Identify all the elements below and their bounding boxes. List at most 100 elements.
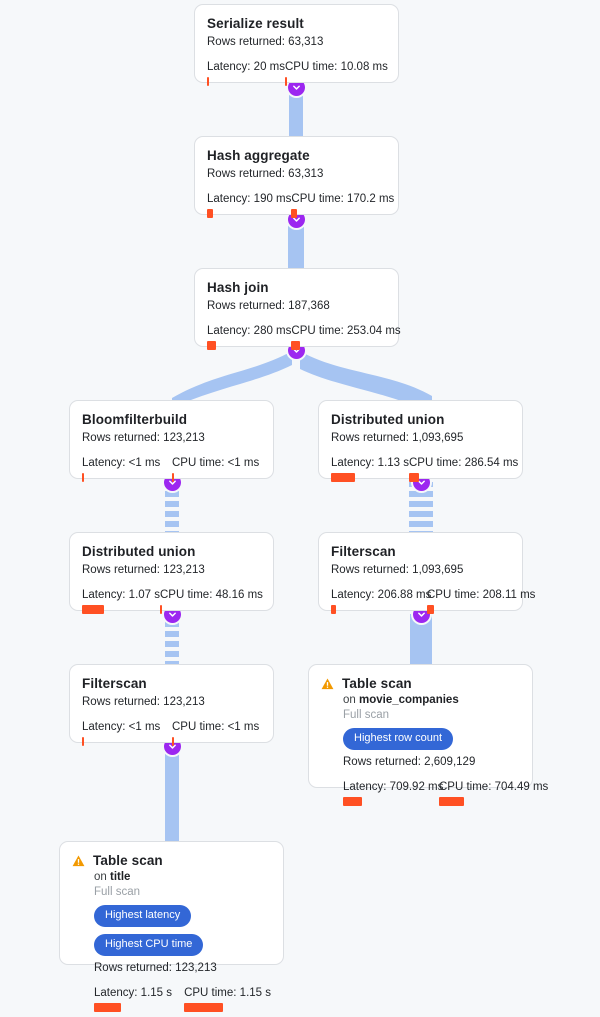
cpu-label: CPU time: 208.11 ms: [427, 589, 536, 601]
plan-node-filterscan-right[interactable]: Filterscan Rows returned: 1,093,695 Late…: [318, 532, 535, 614]
plan-node-bloomfilterbuild[interactable]: Bloomfilterbuild Rows returned: 123,213 …: [69, 400, 274, 482]
rows-returned: Rows returned: 1,093,695: [331, 432, 464, 444]
node-header: Serialize result: [207, 15, 386, 32]
latency-label: Latency: 1.07 s: [82, 589, 160, 601]
badge-highest-latency[interactable]: Highest latency: [94, 905, 192, 927]
scan-type: Full scan: [343, 709, 390, 721]
cpu-bar: [172, 473, 174, 482]
node-header: Hash join: [207, 279, 386, 296]
node-metrics: Latency: 206.88 ms CPU time: 208.11 ms: [331, 588, 535, 614]
node-subtitle: on movie_companies: [343, 693, 520, 708]
cpu-bar: [284, 77, 287, 86]
node-header: Filterscan: [82, 675, 261, 692]
latency-metric: Latency: 190 ms: [207, 192, 291, 218]
badge-list: Highest row count: [343, 728, 520, 750]
warning-icon: [321, 678, 334, 690]
chevron-down-icon: [169, 744, 176, 749]
node-title: Table scan: [342, 676, 412, 691]
rows-returned: Rows returned: 1,093,695: [331, 564, 464, 576]
node-title: Table scan: [93, 853, 163, 868]
node-details: on title Full scan Highest latency Highe…: [72, 870, 271, 1012]
rows-returned: Rows returned: 2,609,129: [343, 756, 476, 768]
collapse-chevron-serialize-result[interactable]: [288, 79, 305, 96]
table-name: movie_companies: [359, 694, 459, 706]
latency-bar: [331, 473, 355, 482]
cpu-label: CPU time: 10.08 ms: [284, 61, 388, 73]
cpu-label: CPU time: <1 ms: [172, 457, 260, 469]
plan-node-table-scan-movie-companies[interactable]: Table scan on movie_companies Full scan …: [308, 664, 548, 806]
rows-returned: Rows returned: 63,313: [207, 36, 324, 48]
node-subtitle: on title: [94, 870, 271, 885]
plan-node-serialize-result[interactable]: Serialize result Rows returned: 63,313 L…: [194, 4, 399, 86]
rows-returned: Rows returned: 123,213: [82, 696, 205, 708]
node-title: Serialize result: [207, 16, 304, 31]
badge-list: Highest latency Highest CPU time: [94, 905, 271, 956]
cpu-bar: [184, 1003, 224, 1012]
chevron-down-icon: [293, 85, 300, 90]
cpu-bar: [409, 473, 419, 482]
latency-metric: Latency: <1 ms: [82, 456, 172, 482]
latency-label: Latency: 190 ms: [207, 193, 292, 205]
latency-bar: [82, 605, 104, 614]
node-metrics: Latency: 190 ms CPU time: 170.2 ms: [207, 192, 394, 218]
cpu-metric: CPU time: 253.04 ms: [291, 324, 401, 350]
scan-type: Full scan: [94, 886, 141, 898]
node-metrics: Latency: 280 ms CPU time: 253.04 ms: [207, 324, 401, 350]
node-metrics: Latency: 1.07 s CPU time: 48.16 ms: [82, 588, 263, 614]
cpu-bar: [427, 605, 434, 614]
latency-bar: [94, 1003, 121, 1012]
plan-node-hash-aggregate[interactable]: Hash aggregate Rows returned: 63,313 Lat…: [194, 136, 399, 218]
badge-highest-cpu-time[interactable]: Highest CPU time: [94, 934, 204, 956]
cpu-bar: [439, 797, 464, 806]
cpu-bar: [291, 341, 301, 350]
latency-bar: [207, 209, 213, 218]
node-metrics: Latency: 1.15 s CPU time: 1.15 s: [94, 986, 271, 1012]
latency-label: Latency: 206.88 ms: [331, 589, 432, 601]
node-header: Table scan: [72, 852, 271, 869]
plan-node-table-scan-title[interactable]: Table scan on title Full scan Highest la…: [59, 841, 284, 1012]
cpu-bar: [172, 737, 174, 746]
node-title: Distributed union: [82, 544, 196, 559]
chevron-down-icon: [418, 612, 425, 617]
latency-metric: Latency: <1 ms: [82, 720, 172, 746]
latency-label: Latency: 280 ms: [207, 325, 292, 337]
node-header: Hash aggregate: [207, 147, 386, 164]
node-metrics: Latency: 20 ms CPU time: 10.08 ms: [207, 60, 388, 86]
latency-bar: [207, 77, 209, 86]
latency-metric: Latency: 709.92 ms: [343, 780, 444, 806]
cpu-metric: CPU time: 10.08 ms: [284, 60, 388, 86]
cpu-metric: CPU time: <1 ms: [172, 456, 259, 482]
latency-metric: Latency: 1.07 s: [82, 588, 160, 614]
plan-node-distributed-union-left[interactable]: Distributed union Rows returned: 123,213…: [69, 532, 274, 614]
node-header: Distributed union: [331, 411, 510, 428]
badge-highest-row-count[interactable]: Highest row count: [343, 728, 454, 750]
node-header: Distributed union: [82, 543, 261, 560]
latency-bar: [82, 473, 84, 482]
node-metrics: Latency: <1 ms CPU time: <1 ms: [82, 456, 261, 482]
latency-metric: Latency: 20 ms: [207, 60, 285, 86]
cpu-metric: CPU time: 704.49 ms: [439, 780, 548, 806]
latency-label: Latency: 709.92 ms: [343, 781, 444, 793]
plan-node-filterscan-left[interactable]: Filterscan Rows returned: 123,213 Latenc…: [69, 664, 274, 746]
rows-returned: Rows returned: 123,213: [94, 962, 217, 974]
plan-node-hash-join[interactable]: Hash join Rows returned: 187,368 Latency…: [194, 268, 401, 350]
cpu-label: CPU time: 704.49 ms: [439, 781, 549, 793]
cpu-label: CPU time: 48.16 ms: [160, 589, 263, 601]
chevron-down-icon: [169, 480, 176, 485]
latency-bar: [331, 605, 336, 614]
cpu-metric: CPU time: 286.54 ms: [409, 456, 518, 482]
node-header: Filterscan: [331, 543, 510, 560]
rows-returned: Rows returned: 187,368: [207, 300, 330, 312]
node-title: Filterscan: [82, 676, 147, 691]
latency-label: Latency: 1.15 s: [94, 987, 172, 999]
chevron-down-icon: [418, 480, 425, 485]
edge-table-scan-title-to-filterscan-left: [165, 746, 179, 842]
rows-returned: Rows returned: 123,213: [82, 432, 205, 444]
latency-label: Latency: 20 ms: [207, 61, 285, 73]
on-prefix: on: [343, 694, 356, 706]
latency-label: Latency: <1 ms: [82, 457, 161, 469]
plan-node-distributed-union-right[interactable]: Distributed union Rows returned: 1,093,6…: [318, 400, 523, 482]
cpu-metric: CPU time: 170.2 ms: [291, 192, 394, 218]
rows-returned: Rows returned: 63,313: [207, 168, 324, 180]
latency-metric: Latency: 1.15 s: [94, 986, 184, 1012]
